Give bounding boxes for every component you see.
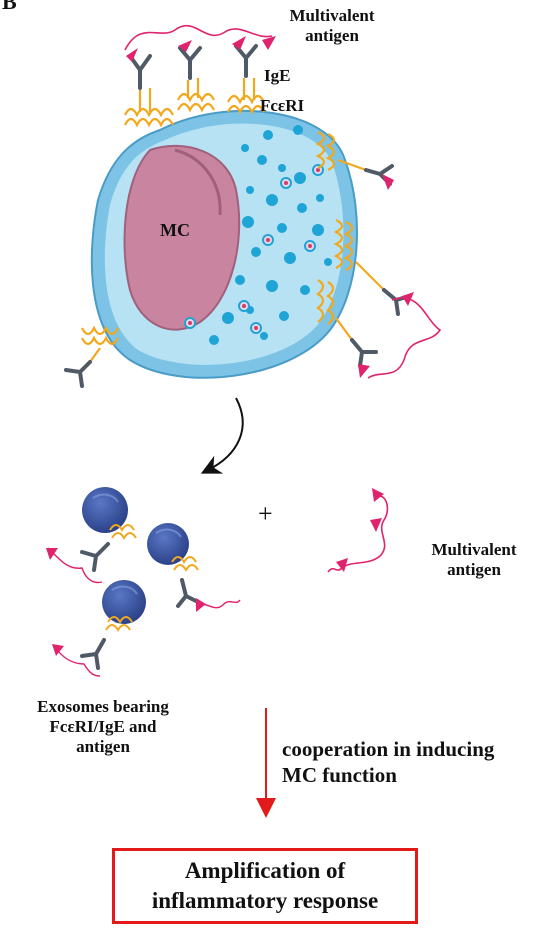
antigen-marker bbox=[262, 36, 276, 50]
antigen-chain-right bbox=[367, 297, 442, 379]
fceri-label: FcεRI bbox=[260, 96, 305, 115]
outcome-line2: inflammatory response bbox=[151, 888, 379, 913]
fceri-receptors bbox=[81, 78, 385, 363]
granules bbox=[209, 125, 332, 345]
antigen-marker bbox=[232, 36, 246, 50]
antigen-marker bbox=[372, 488, 384, 502]
cooperation-label: cooperation in inducing MC function bbox=[282, 736, 494, 788]
outcome-line1: Amplification of bbox=[184, 858, 346, 883]
exosomes-line1: Exosomes bearing bbox=[37, 697, 169, 716]
mast-cell bbox=[90, 109, 358, 379]
antigen-marker bbox=[382, 174, 394, 190]
exosome-3 bbox=[52, 580, 146, 677]
panel-letter: B bbox=[2, 0, 17, 14]
exosomes-line2: FcεRI/IgE and bbox=[49, 717, 157, 736]
antigens-right bbox=[358, 174, 442, 379]
antigen-right-line1: Multivalent bbox=[431, 540, 517, 559]
cooperation-line2: MC function bbox=[282, 763, 397, 787]
nucleus-fold bbox=[174, 148, 222, 216]
receptor-right-3 bbox=[316, 279, 353, 341]
receptor-bottom-left bbox=[81, 325, 119, 363]
exosome-2 bbox=[147, 523, 241, 612]
exosomes bbox=[46, 487, 241, 677]
antigen-marker bbox=[402, 292, 414, 306]
exosome-1 bbox=[46, 487, 137, 584]
antigen-marker bbox=[178, 40, 192, 52]
receptor-top-2 bbox=[177, 78, 215, 113]
receptor-top-3 bbox=[227, 78, 265, 115]
nucleus bbox=[123, 144, 241, 331]
antigen-marker bbox=[370, 518, 382, 532]
receptor-right-1 bbox=[315, 131, 367, 172]
exosomes-line3: antigen bbox=[76, 737, 130, 756]
ige-label: IgE bbox=[264, 66, 291, 85]
antigens-top bbox=[124, 24, 276, 62]
receptor-right-2 bbox=[333, 219, 385, 291]
antigen-marker bbox=[358, 364, 370, 378]
receptor-top-1 bbox=[124, 88, 174, 128]
antigen-marker bbox=[126, 48, 138, 62]
cooperation-line1: cooperation in inducing bbox=[282, 737, 495, 761]
antigen-top-line1: Multivalent bbox=[289, 6, 375, 25]
antigen-top-line2: antigen bbox=[305, 26, 359, 45]
antigen-chain-top bbox=[124, 24, 273, 51]
exosomes-label: Exosomes bearing FcεRI/IgE and antigen bbox=[18, 697, 188, 757]
antigen-right-label: Multivalent antigen bbox=[414, 540, 534, 580]
free-antigen bbox=[327, 488, 389, 573]
transition-arrow bbox=[200, 397, 244, 474]
plus-sign: + bbox=[258, 499, 273, 528]
antigen-top-label: Multivalent antigen bbox=[272, 6, 392, 46]
antigen-marker bbox=[336, 558, 348, 572]
antigen-right-line2: antigen bbox=[447, 560, 501, 579]
outcome-box: Amplification of inflammatory response bbox=[112, 848, 418, 924]
mc-label: MC bbox=[160, 220, 190, 240]
